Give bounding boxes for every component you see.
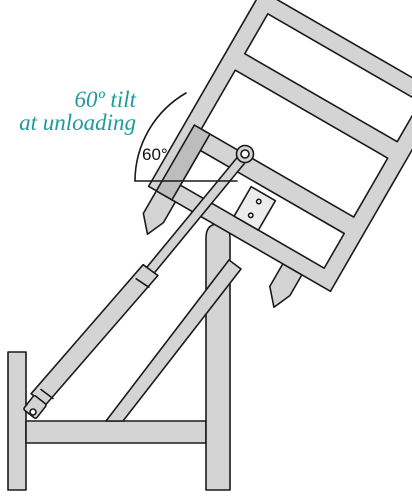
- bolt-icon: [255, 198, 262, 205]
- bin-outer-frame: [147, 0, 412, 293]
- mount-plate: [233, 185, 277, 231]
- tilting-bin: [142, 0, 412, 309]
- tilt-caption-line1: 60º tilt: [74, 87, 136, 112]
- diagonal-brace: [105, 259, 242, 422]
- strut-base-pin-icon: [29, 408, 37, 416]
- left-upright: [7, 351, 27, 491]
- strut-collar: [135, 277, 150, 289]
- gas-strut: [23, 144, 255, 420]
- strut-collar-lower: [40, 388, 54, 400]
- bolt-icon: [247, 212, 254, 219]
- angle-arc: [134, 92, 187, 182]
- tilt-caption: 60º tilt at unloading: [19, 88, 136, 134]
- strut-top-pin-icon: [240, 149, 250, 159]
- angle-indicator: [134, 92, 238, 182]
- angle-value-label: 60°: [142, 145, 168, 164]
- tilt-caption-line2: at unloading: [19, 110, 136, 135]
- base-frame: [7, 223, 242, 491]
- cross-beam: [25, 420, 207, 444]
